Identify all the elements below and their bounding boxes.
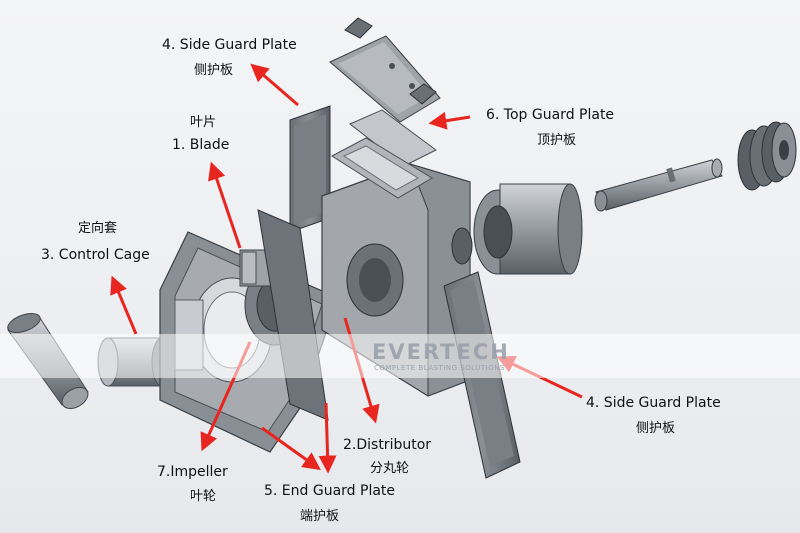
label-end-guard-cn: 端护板 <box>300 509 340 524</box>
shaft-part <box>594 158 723 212</box>
label-top-guard-cn: 顶护板 <box>537 133 577 148</box>
arrow-top-guard <box>428 111 471 130</box>
pulley-part <box>737 121 797 191</box>
label-side-guard-right-cn: 侧护板 <box>636 421 676 436</box>
label-distributor-cn: 分丸轮 <box>370 461 410 476</box>
label-impeller-cn: 叶轮 <box>190 489 217 504</box>
label-blade-cn: 叶片 <box>190 115 217 130</box>
arrow-control-cage <box>110 275 138 335</box>
arrow-end-guard-2 <box>318 402 337 474</box>
watermark-brand: EVERTECH <box>372 340 510 364</box>
watermark-tagline: COMPLETE BLASTING SOLUTIONS <box>374 364 505 372</box>
label-control-cage-cn: 定向套 <box>78 221 118 236</box>
label-top-guard-en: 6. Top Guard Plate <box>486 107 615 123</box>
arrow-side-guard-top <box>250 63 299 107</box>
bearing-housing-part <box>473 183 583 275</box>
label-side-guard-right-en: 4. Side Guard Plate <box>586 395 721 411</box>
label-control-cage-en: 3. Control Cage <box>41 247 150 263</box>
label-distributor-en: 2.Distributor <box>343 437 432 453</box>
label-blade-en: 1. Blade <box>172 137 230 153</box>
top-guard-plate-part <box>329 17 441 199</box>
label-side-guard-top-en: 4. Side Guard Plate <box>162 37 297 53</box>
label-impeller-en: 7.Impeller <box>157 464 228 480</box>
arrow-blade <box>208 161 242 249</box>
label-end-guard-en: 5. End Guard Plate <box>264 483 396 499</box>
label-side-guard-top-cn: 侧护板 <box>194 63 234 78</box>
arrow-end-guard-1 <box>261 426 321 471</box>
watermark-band <box>0 334 800 378</box>
